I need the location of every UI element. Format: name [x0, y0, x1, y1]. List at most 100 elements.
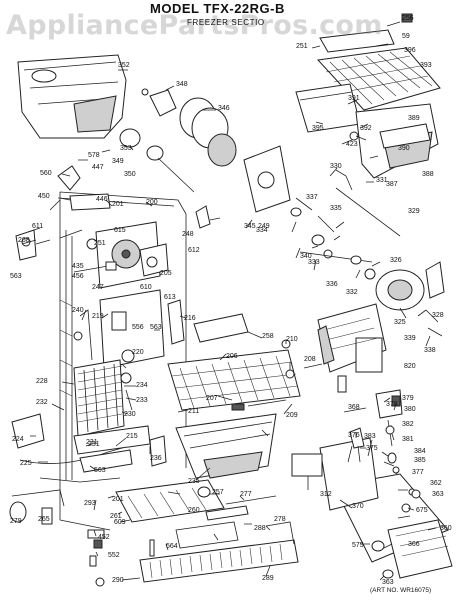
callout-366: 366 [408, 541, 420, 548]
callout-205: 205 [160, 270, 172, 277]
callout-353: 353 [120, 145, 132, 152]
callout-435: 435 [72, 263, 84, 270]
hinge-hardware-part [9, 489, 155, 587]
callout-331: 331 [376, 177, 388, 184]
callout-290: 290 [112, 577, 124, 584]
callout-393: 393 [420, 62, 432, 69]
callout-447: 447 [92, 164, 104, 171]
callout-249: 249 [258, 223, 270, 230]
callout-277: 277 [240, 491, 252, 498]
callout-612: 612 [188, 247, 200, 254]
callout-383: 383 [364, 433, 376, 440]
callout-396: 396 [404, 47, 416, 54]
callout-235: 235 [188, 478, 200, 485]
art-number: (ART NO. WR16075) [370, 587, 432, 594]
callout-334: 334 [256, 227, 268, 234]
callout-380: 380 [404, 406, 416, 413]
icemaker-part [317, 303, 387, 373]
callout-611: 611 [32, 223, 43, 230]
callout-379: 379 [402, 395, 414, 402]
callout-232: 232 [36, 399, 48, 406]
callout-207: 207 [206, 395, 218, 402]
callout-210: 210 [286, 336, 298, 343]
leader-lines [21, 21, 437, 581]
callout-219: 219 [92, 313, 104, 320]
callout-211: 211 [188, 408, 199, 415]
callout-338: 338 [424, 347, 436, 354]
callout-388: 388 [422, 171, 434, 178]
callout-381: 381 [402, 436, 414, 443]
callout-231: 231 [88, 441, 100, 448]
callout-564: 564 [166, 543, 178, 550]
callout-220: 220 [132, 349, 144, 356]
callout-385: 385 [414, 457, 426, 464]
auger-assembly-part [119, 88, 237, 193]
callout-289: 289 [262, 575, 274, 582]
callout-251: 251 [94, 240, 106, 247]
callout-258: 258 [262, 333, 274, 340]
callout-382: 382 [402, 421, 414, 428]
callout-556: 556 [132, 324, 144, 331]
defrost-timer-part [15, 165, 117, 273]
callout-423: 423 [346, 141, 358, 148]
callout-240: 240 [72, 307, 84, 314]
callout-325: 325 [394, 319, 406, 326]
callout-234: 234 [136, 382, 148, 389]
callout-216: 216 [184, 315, 196, 322]
drawer-assembly-part [295, 83, 439, 179]
callout-201: 201 [112, 201, 124, 208]
callout-387: 387 [386, 181, 398, 188]
evaporator-fan-housing-part [95, 205, 211, 289]
callout-389: 389 [408, 115, 420, 122]
callout-337: 337 [306, 194, 318, 201]
callout-336: 336 [326, 281, 338, 288]
callout-345: 345 [244, 223, 256, 230]
callout-248: 248 [182, 231, 194, 238]
callout-391: 391 [348, 95, 360, 102]
callout-251: 251 [296, 43, 308, 50]
callout-233: 233 [136, 397, 148, 404]
callout-563: 563 [150, 324, 162, 331]
callout-446: 446 [96, 196, 108, 203]
callout-256: 256 [402, 15, 414, 22]
callout-326: 326 [390, 257, 402, 264]
toe-grille-part [139, 521, 299, 583]
damper-control-part [243, 145, 335, 259]
callout-363: 363 [432, 491, 444, 498]
callout-348: 348 [176, 81, 188, 88]
callout-450: 450 [38, 193, 50, 200]
callout-201: 201 [112, 496, 124, 503]
callout-349: 349 [112, 158, 124, 165]
callout-260: 260 [188, 507, 200, 514]
callout-609: 609 [114, 519, 126, 526]
callout-610: 610 [140, 284, 152, 291]
callout-257: 257 [212, 489, 224, 496]
callout-265: 265 [38, 516, 50, 523]
callout-363: 363 [382, 579, 394, 586]
callout-375: 375 [366, 445, 378, 452]
callout-578: 578 [88, 152, 100, 159]
callout-328: 328 [432, 312, 444, 319]
callout-288: 288 [254, 525, 266, 532]
callout-231: 231 [86, 439, 98, 446]
callout-278: 278 [274, 516, 286, 523]
callout-384: 384 [414, 448, 426, 455]
callout-563: 563 [10, 273, 22, 280]
callout-236: 236 [150, 455, 162, 462]
callout-352: 352 [118, 62, 130, 69]
callout-261: 261 [110, 513, 122, 520]
ice-bucket-part [17, 54, 127, 139]
callout-563: 563 [94, 467, 106, 474]
callout-293: 293 [84, 500, 96, 507]
callout-279: 279 [10, 518, 22, 525]
callout-224: 224 [12, 436, 24, 443]
callout-390: 390 [398, 145, 410, 152]
callout-225: 225 [20, 460, 32, 467]
callout-59: 59 [402, 33, 410, 40]
electrical-components-part [337, 375, 421, 499]
callout-330: 330 [330, 163, 342, 170]
callout-377: 377 [412, 469, 424, 476]
callout-350: 350 [124, 171, 136, 178]
